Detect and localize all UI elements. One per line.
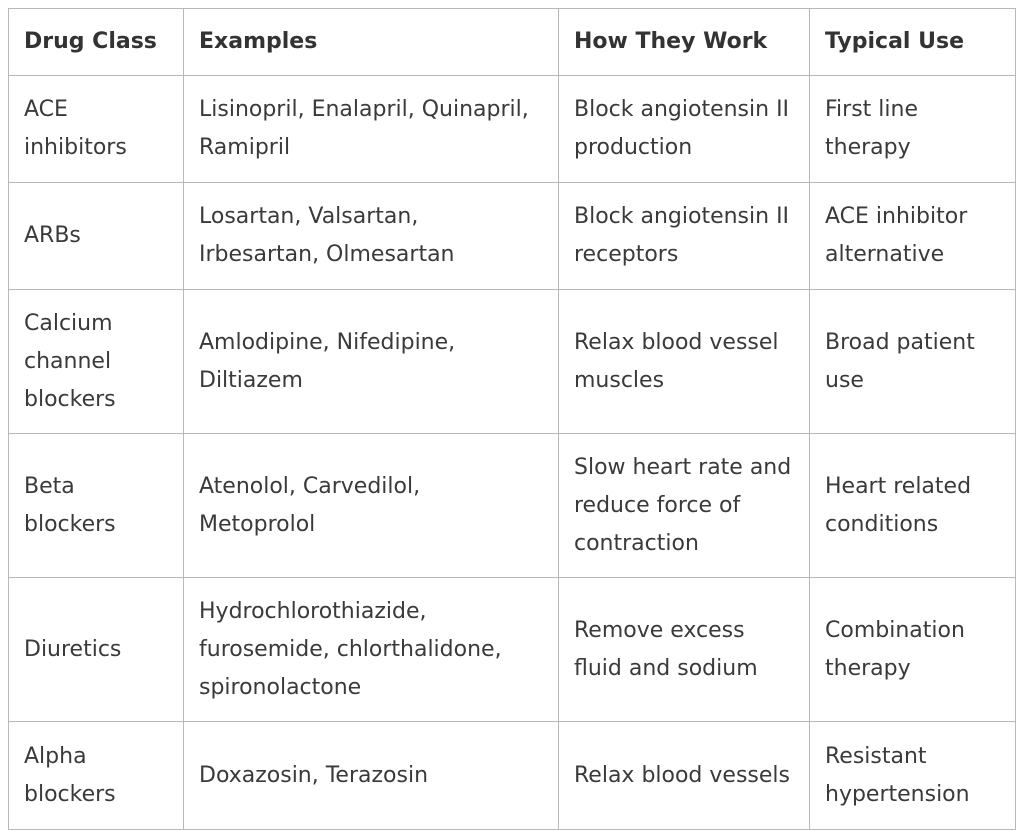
drug-class-table: Drug Class Examples How They Work Typica… [8,8,1016,830]
header-examples: Examples [183,8,559,76]
examples-cell: Lisinopril, Enalapril, Quinapril, Ramipr… [183,75,559,183]
typical-use-cell: Broad patient use [809,289,1016,434]
header-drug-class: Drug Class [8,8,184,76]
table-row: Diuretics Hydrochlorothiazide, furosemid… [8,577,1016,722]
typical-use-cell: First line therapy [809,75,1016,183]
header-typical-use: Typical Use [809,8,1016,76]
table-row: ACE inhibitors Lisinopril, Enalapril, Qu… [8,75,1016,183]
table-row: ARBs Losartan, Valsartan, Irbesartan, Ol… [8,182,1016,290]
drug-class-cell: Beta blockers [8,433,184,578]
drug-class-cell: Diuretics [8,577,184,722]
examples-cell: Doxazosin, Terazosin [183,721,559,830]
table-header-row: Drug Class Examples How They Work Typica… [8,8,1016,76]
header-how-they-work: How They Work [558,8,810,76]
mechanism-cell: Block angiotensin II receptors [558,182,810,290]
typical-use-cell: Heart related conditions [809,433,1016,578]
examples-cell: Hydrochlorothiazide, furosemide, chlorth… [183,577,559,722]
examples-cell: Losartan, Valsartan, Irbesartan, Olmesar… [183,182,559,290]
examples-cell: Atenolol, Carvedilol, Metoprolol [183,433,559,578]
table-row: Calcium channel blockers Amlodipine, Nif… [8,289,1016,434]
drug-class-cell: Alpha blockers [8,721,184,830]
mechanism-cell: Block angiotensin II production [558,75,810,183]
drug-class-cell: ARBs [8,182,184,290]
typical-use-cell: ACE inhibitor alternative [809,182,1016,290]
mechanism-cell: Relax blood vessels [558,721,810,830]
table-row: Alpha blockers Doxazosin, Terazosin Rela… [8,721,1016,830]
mechanism-cell: Relax blood vessel muscles [558,289,810,434]
table-row: Beta blockers Atenolol, Carvedilol, Meto… [8,433,1016,578]
mechanism-cell: Remove excess fluid and sodium [558,577,810,722]
drug-class-cell: Calcium channel blockers [8,289,184,434]
drug-class-cell: ACE inhibitors [8,75,184,183]
typical-use-cell: Resistant hypertension [809,721,1016,830]
typical-use-cell: Combination therapy [809,577,1016,722]
examples-cell: Amlodipine, Nifedipine, Diltiazem [183,289,559,434]
mechanism-cell: Slow heart rate and reduce force of cont… [558,433,810,578]
